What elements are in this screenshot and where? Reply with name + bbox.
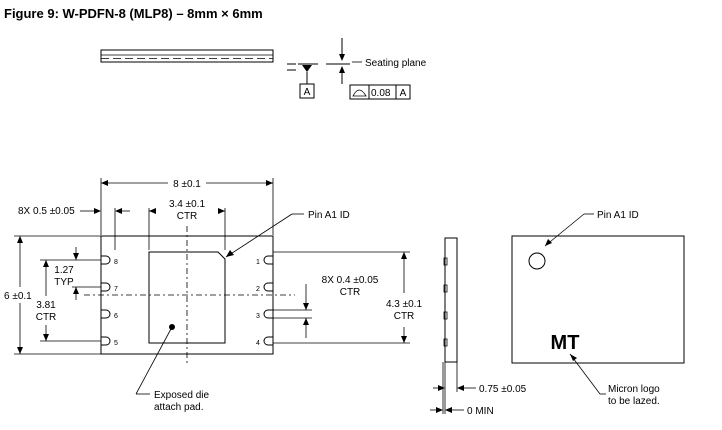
- pin-number: 2: [256, 286, 260, 293]
- top-view: Pin A1 ID MT Micron logo to be lazed.: [511, 210, 685, 407]
- pad-width-ctr: CTR: [177, 211, 198, 222]
- datum-box: [299, 83, 315, 99]
- top-outline: [511, 235, 685, 364]
- exposed-pad-label-line1: Exposed die: [154, 390, 209, 401]
- pitch-value: 1.27: [54, 265, 74, 276]
- flatness-value: 0.08: [371, 88, 391, 99]
- pin-number: 7: [114, 286, 118, 293]
- left-pins: 8 7 6 5: [101, 255, 118, 347]
- pin-length-ctr: CTR: [340, 287, 361, 298]
- pin-number: 1: [256, 259, 260, 266]
- logo-note-line1: Micron logo: [608, 384, 660, 395]
- rows-ctr: CTR: [36, 312, 57, 323]
- pin-number: 5: [114, 340, 118, 347]
- side-body: [444, 237, 458, 363]
- thickness-dimension: 0.75 ±0.05: [479, 384, 527, 395]
- bottom-view: 8 ±0.1 3.4 ±0.1 CTR 8X 0.5 ±0.05 8: [4, 178, 422, 413]
- pad-width-value: 3.4 ±0.1: [169, 199, 206, 210]
- flatness-frame: [349, 84, 411, 100]
- pitch-typ: TYP: [54, 277, 74, 288]
- profile-view: A Seating plane 0.08 A: [100, 38, 427, 100]
- pin-number: 3: [256, 313, 260, 320]
- pin-number: 4: [256, 340, 260, 347]
- side-view: 0.75 ±0.05 0 MIN: [430, 237, 527, 417]
- datum-triangle: [302, 65, 312, 72]
- pin-length-value: 8X 0.4 ±0.05: [322, 275, 379, 286]
- figure-title: Figure 9: W-PDFN-8 (MLP8) – 8mm × 6mm: [4, 6, 263, 21]
- pad-pitch-label: 8X 0.5 ±0.05: [18, 206, 75, 217]
- pin-a1-marker-icon: [528, 252, 546, 270]
- profile-body: [100, 49, 274, 63]
- exposed-pad: [148, 251, 226, 344]
- top-pin-a1-id-label: Pin A1 ID: [597, 210, 639, 221]
- height-dimension: 6 ±0.1: [4, 291, 32, 302]
- micron-logo-icon: MT: [551, 332, 580, 354]
- flatness-symbol-icon: [352, 89, 367, 97]
- exposed-pad-label-line2: attach pad.: [154, 402, 203, 413]
- width-dimension: 8 ±0.1: [173, 179, 201, 190]
- pad-height-value: 4.3 ±0.1: [386, 299, 423, 310]
- standoff-dimension: 0 MIN: [467, 406, 494, 417]
- rows-value: 3.81: [36, 300, 56, 311]
- pin-a1-id-label: Pin A1 ID: [308, 210, 350, 221]
- seating-plane-label: Seating plane: [365, 58, 427, 69]
- logo-note-line2: to be lazed.: [608, 396, 660, 407]
- datum-label: A: [304, 87, 311, 98]
- pin-number: 8: [114, 259, 118, 266]
- pad-height-ctr: CTR: [394, 311, 415, 322]
- right-pins: 1 2 3 4: [256, 255, 273, 347]
- flatness-ref: A: [400, 88, 407, 99]
- pin-number: 6: [114, 313, 118, 320]
